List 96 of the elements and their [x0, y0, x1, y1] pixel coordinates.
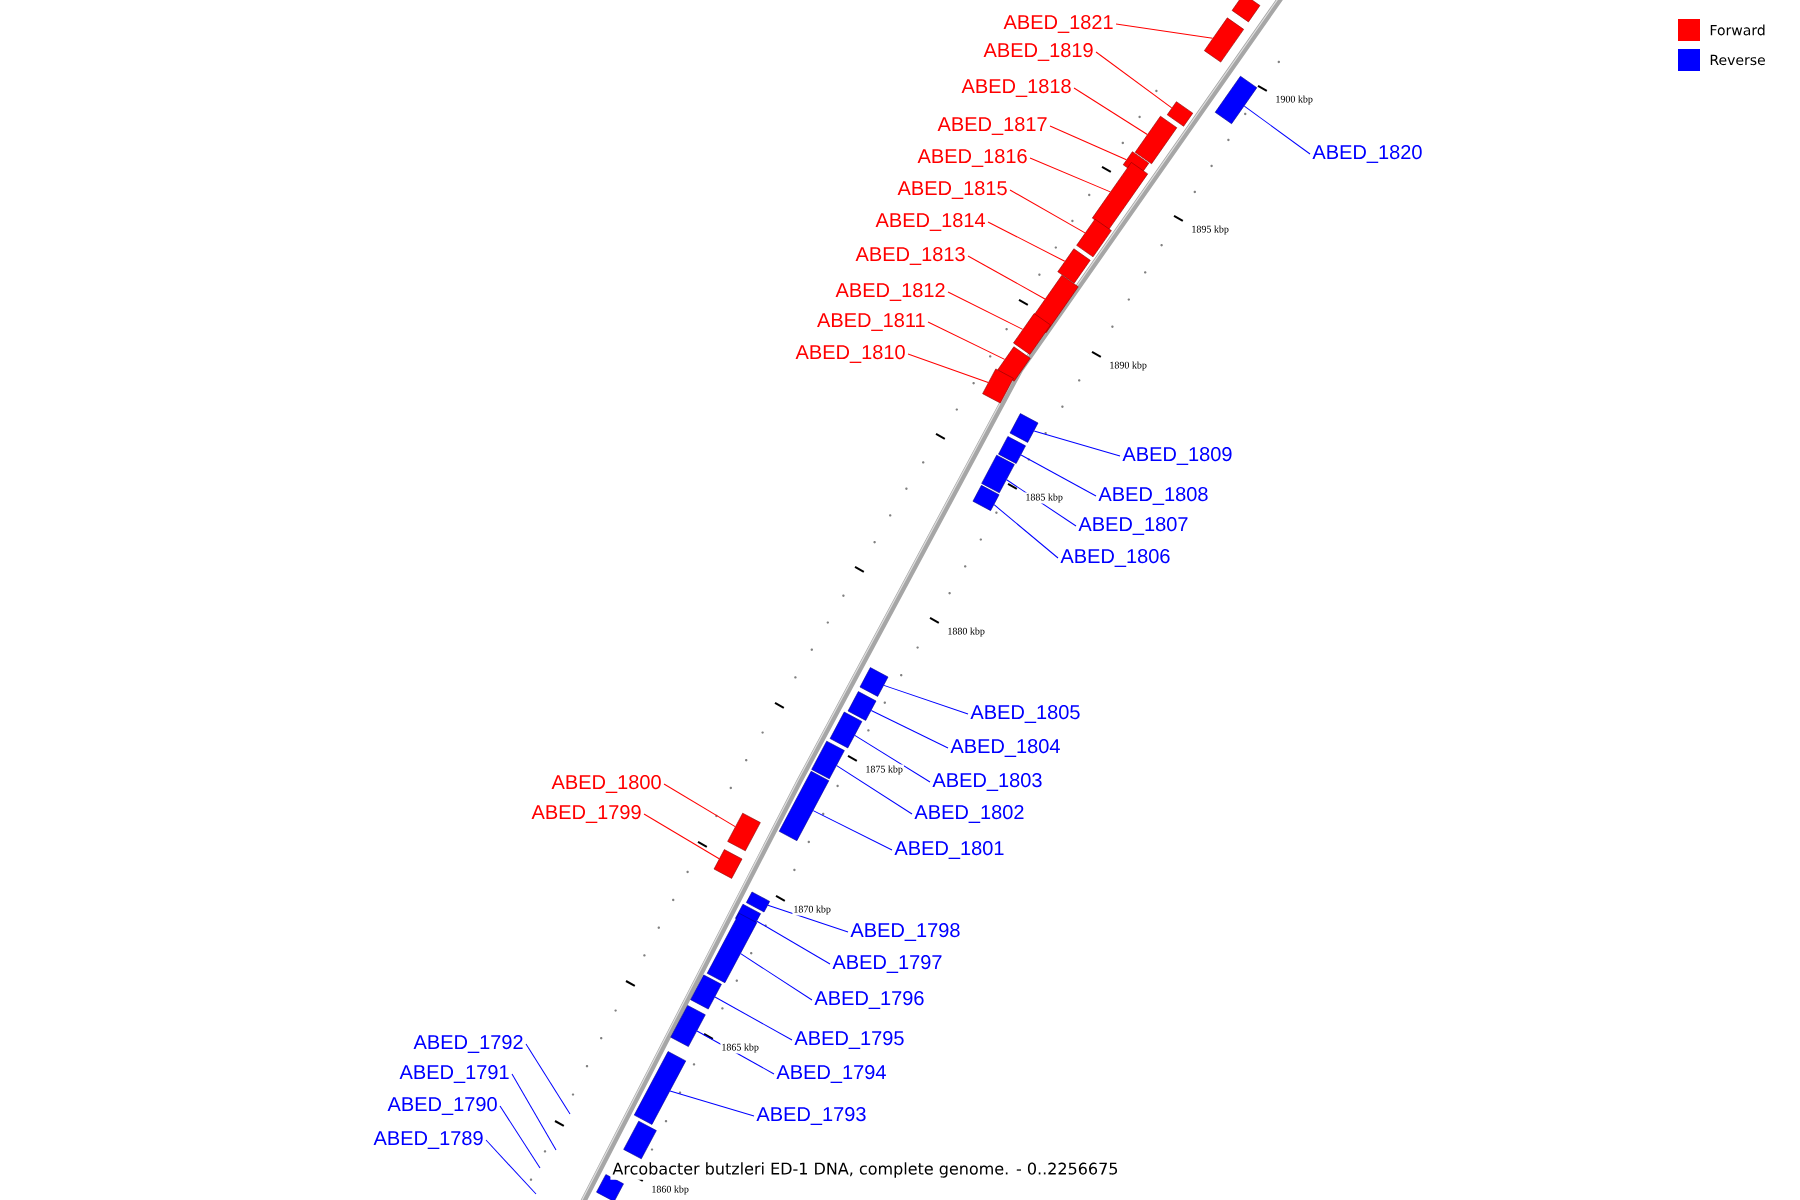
- leader-line: [1033, 430, 1121, 457]
- leader-line: [714, 996, 793, 1041]
- leader-line: [927, 321, 1006, 360]
- gene-block: [1013, 313, 1051, 355]
- leader-line: [499, 1105, 541, 1169]
- gene-label: ABED_1816: [917, 149, 1027, 167]
- leader-line: [967, 255, 1046, 300]
- gene-block: [1231, 0, 1261, 23]
- gene-label: ABED_1818: [961, 79, 1071, 97]
- leader-line: [907, 353, 989, 383]
- gene-label: ABED_1809: [1122, 447, 1232, 465]
- gene-label: ABED_1821: [1003, 15, 1113, 33]
- gene-block: [778, 771, 830, 841]
- gene-label: ABED_1814: [875, 213, 985, 231]
- gene-block: [981, 454, 1015, 494]
- leader-line: [643, 813, 720, 860]
- gene-block: [1166, 101, 1194, 127]
- gene-block: [623, 1120, 657, 1160]
- gene-block: [847, 691, 877, 721]
- leader-line: [1073, 87, 1148, 135]
- gene-block: [596, 1174, 624, 1200]
- gene-block: [706, 913, 758, 983]
- gene-block: [998, 436, 1026, 464]
- gene-label: ABED_1797: [832, 955, 942, 973]
- gene-label: ABED_1796: [814, 991, 924, 1009]
- gene-block: [727, 812, 761, 852]
- gene-label: ABED_1808: [1098, 487, 1208, 505]
- gene-block: [1076, 218, 1112, 258]
- leader-line: [947, 291, 1024, 330]
- leader-line: [756, 920, 831, 965]
- gene-block: [633, 1051, 687, 1125]
- gene-block: [972, 485, 1000, 511]
- gene-block: [1134, 115, 1178, 165]
- gene-label: ABED_1800: [551, 775, 661, 793]
- gene-label: ABED_1792: [413, 1035, 523, 1053]
- gene-label: ABED_1791: [399, 1065, 509, 1083]
- leader-line: [1095, 51, 1173, 109]
- gene-block: [829, 711, 863, 749]
- leader-line: [511, 1073, 557, 1151]
- gene-label: ABED_1811: [817, 313, 925, 331]
- gene-label: ABED_1819: [983, 43, 1093, 61]
- leader-line: [836, 765, 913, 815]
- gene-block: [1057, 248, 1091, 284]
- leader-line: [854, 734, 931, 783]
- gene-block: [811, 740, 845, 780]
- leader-line: [696, 1030, 775, 1075]
- leader-line: [993, 504, 1059, 559]
- gene-label: ABED_1807: [1078, 517, 1188, 535]
- gene-block: [1009, 413, 1039, 443]
- gene-block: [690, 974, 722, 1010]
- gene-label: ABED_1789: [373, 1131, 483, 1149]
- leader-line: [1115, 23, 1214, 39]
- gene-block: [982, 368, 1014, 404]
- gene-label: ABED_1820: [1312, 145, 1422, 163]
- leader-line: [1020, 454, 1097, 497]
- leader-line: [1029, 157, 1111, 193]
- gene-block: [1204, 17, 1244, 63]
- leader-line: [812, 810, 893, 851]
- gene-label: ABED_1817: [937, 117, 1047, 135]
- genome-caption: Arcobacter butzleri ED-1 DNA, complete genome. - 0..2256675: [610, 1160, 1121, 1180]
- leader-line: [1009, 189, 1086, 234]
- gene-block: [859, 667, 889, 697]
- leader-line: [987, 221, 1066, 262]
- gene-label: ABED_1795: [794, 1031, 904, 1049]
- leader-line: [1049, 125, 1127, 161]
- leader-line: [525, 1043, 571, 1115]
- leader-line: [870, 710, 949, 749]
- gene-label: ABED_1801: [894, 841, 1004, 859]
- gene-label: ABED_1803: [932, 773, 1042, 791]
- gene-label: ABED_1810: [795, 345, 905, 363]
- leader-line: [669, 1090, 755, 1117]
- leader-line: [883, 684, 969, 715]
- leader-line: [485, 1139, 537, 1195]
- gene-block: [997, 346, 1031, 382]
- gene-label: ABED_1812: [835, 283, 945, 301]
- gene-label: ABED_1798: [850, 923, 960, 941]
- gene-label: ABED_1804: [950, 739, 1060, 757]
- leader-line: [663, 783, 736, 828]
- gene-block: [1214, 75, 1258, 125]
- gene-block: [1092, 162, 1148, 230]
- gene-block: [746, 891, 770, 913]
- gene-label: ABED_1813: [855, 247, 965, 265]
- gene-label: ABED_1815: [897, 181, 1007, 199]
- gene-label: ABED_1790: [387, 1097, 497, 1115]
- gene-label: ABED_1799: [531, 805, 641, 823]
- leader-line: [1006, 479, 1077, 527]
- gene-block: [670, 1005, 706, 1047]
- gene-block: [713, 849, 743, 879]
- gene-label: ABED_1793: [756, 1107, 866, 1125]
- gene-label: ABED_1802: [914, 805, 1024, 823]
- gene-label: ABED_1794: [776, 1065, 886, 1083]
- gene-label: ABED_1806: [1060, 549, 1170, 567]
- leader-line: [1243, 105, 1311, 155]
- gene-label: ABED_1805: [970, 705, 1080, 723]
- leader-line: [740, 953, 813, 1001]
- leader-line: [767, 904, 849, 933]
